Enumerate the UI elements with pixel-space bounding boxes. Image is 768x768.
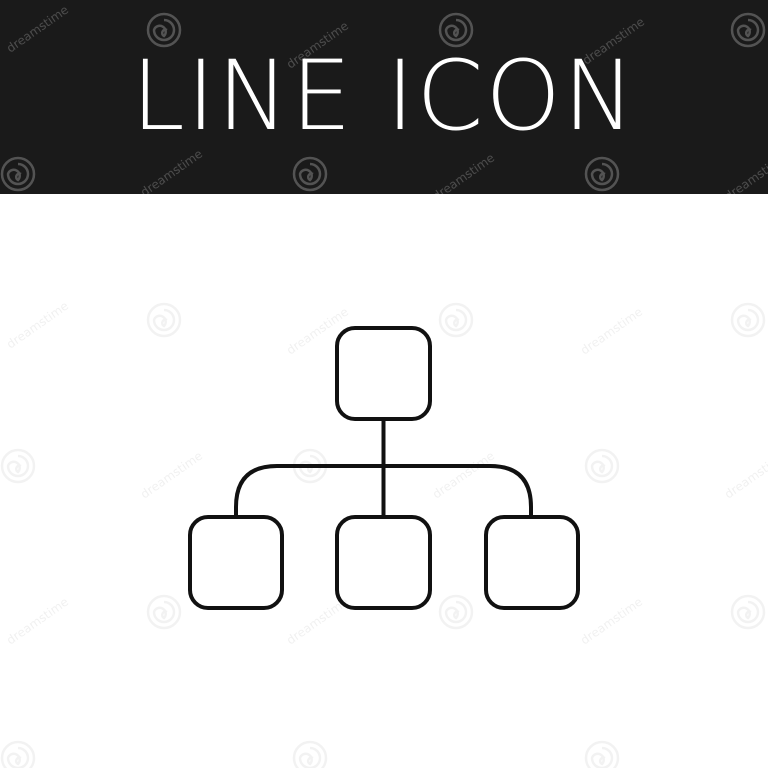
connector-horizontal-branch (234, 464, 533, 519)
bottom-left-node-box (188, 515, 284, 610)
banner-title: LINE ICON (131, 40, 637, 152)
bottom-right-node-box (484, 515, 580, 610)
top-node-box (335, 326, 432, 421)
title-banner: dreamstime dreamstime dreamstime dreamst… (0, 0, 768, 194)
bottom-center-node-box (335, 515, 432, 610)
